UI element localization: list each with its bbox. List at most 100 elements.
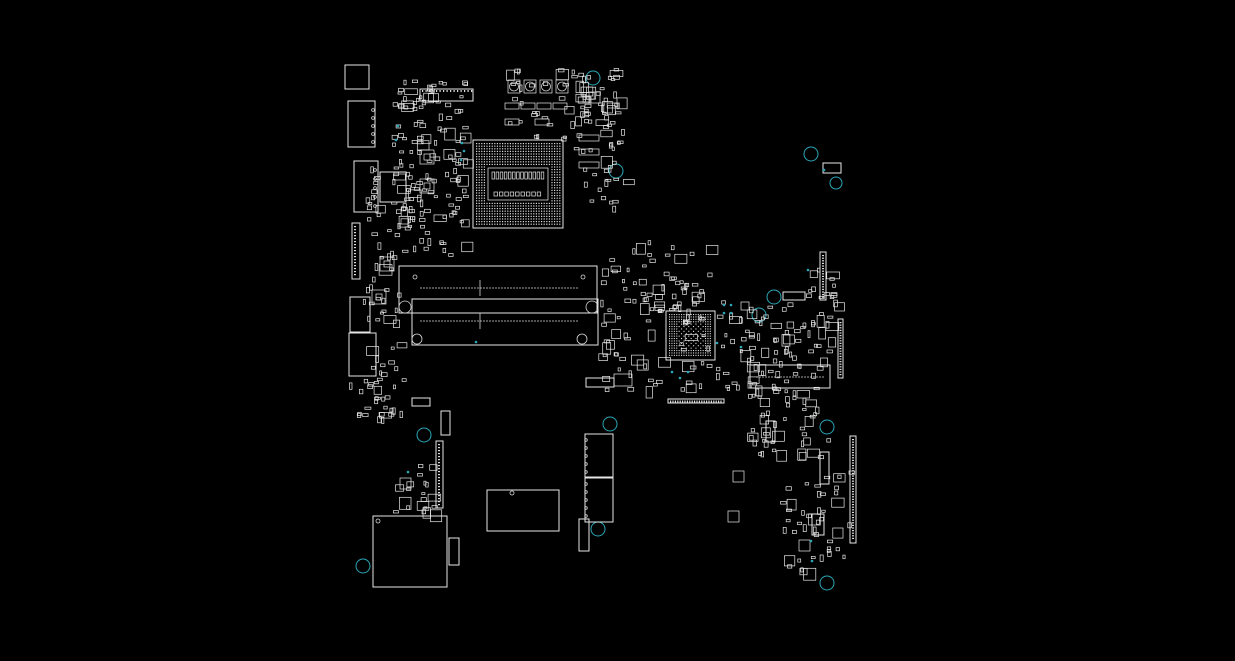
pch-chip[interactable] — [665, 310, 716, 361]
hdmi-port[interactable] — [348, 332, 377, 377]
header-connector[interactable] — [419, 88, 474, 102]
usb-port-left[interactable] — [349, 296, 371, 333]
passive-component — [622, 279, 625, 284]
passive-component — [724, 333, 728, 338]
fan-connector[interactable] — [819, 251, 827, 301]
cpu-ball — [551, 176, 553, 178]
usb-connector-upper[interactable] — [584, 433, 614, 478]
audio-jack-pin — [371, 116, 375, 120]
small-ic — [401, 100, 414, 112]
keyboard-connector[interactable] — [435, 440, 444, 509]
cpu-ball — [499, 143, 501, 145]
cpu-ball — [481, 218, 483, 220]
side-connector[interactable] — [351, 222, 361, 280]
small-connector[interactable] — [782, 291, 806, 301]
edge-connector-pin — [839, 345, 842, 347]
lan-connector[interactable] — [353, 160, 379, 213]
pch-ball — [669, 321, 671, 323]
passive-component — [392, 178, 396, 186]
passive-component — [362, 299, 366, 305]
cpu-ball — [535, 145, 537, 147]
keyboard-connector-pin — [438, 474, 440, 476]
dimm-slot-upper[interactable] — [398, 265, 598, 314]
edge-connector-pin — [852, 454, 854, 456]
passive-component — [604, 387, 610, 392]
passive-component — [519, 84, 523, 92]
cpu-socket[interactable] — [472, 139, 564, 229]
passive-component — [418, 105, 424, 109]
dimm-slot-lower[interactable] — [411, 298, 599, 346]
passive-component — [431, 505, 438, 509]
cpu-ball — [522, 210, 524, 212]
passive-component — [616, 316, 621, 320]
passive-component — [781, 307, 787, 312]
pch-ball — [673, 330, 675, 332]
small-connector[interactable] — [448, 537, 460, 566]
passive-component — [558, 96, 566, 101]
passive-component — [646, 292, 653, 297]
edge-connector-pin — [852, 472, 854, 474]
small-connector[interactable] — [411, 397, 431, 407]
edge-connector-long[interactable] — [849, 435, 857, 544]
edge-connector-pin — [839, 371, 842, 373]
edge-connector-pin — [839, 366, 842, 368]
edge-connector-pin — [852, 530, 854, 532]
mounting-hole — [829, 176, 843, 190]
test-point — [729, 311, 733, 315]
passive-component — [789, 351, 793, 358]
small-ic — [798, 539, 811, 552]
cpu-ball — [535, 223, 537, 225]
cpu-ball — [483, 208, 485, 210]
battery-connector[interactable] — [372, 515, 448, 588]
flex-connector[interactable] — [667, 398, 725, 404]
small-connector[interactable] — [819, 451, 830, 485]
power-jack[interactable] — [344, 64, 370, 90]
edge-connector[interactable] — [837, 318, 844, 379]
card-reader-connector[interactable] — [486, 489, 560, 532]
usb-connector-lower[interactable] — [584, 477, 614, 523]
pch-ball — [673, 342, 675, 344]
cpu-ball — [538, 205, 540, 207]
cpu-ball — [528, 218, 530, 220]
cpu-ball — [489, 145, 491, 147]
cpu-ball — [483, 221, 485, 223]
dimm-latch — [411, 333, 423, 345]
small-connector[interactable] — [822, 162, 842, 174]
passive-component — [811, 322, 816, 326]
pch-ball — [707, 342, 709, 344]
small-connector[interactable] — [440, 410, 451, 436]
pch-ball — [678, 330, 680, 332]
pch-ball — [690, 338, 692, 340]
cpu-ball — [538, 221, 540, 223]
cpu-ball — [556, 179, 558, 181]
cpu-ball — [486, 153, 488, 155]
small-ic — [458, 158, 469, 165]
pcie-connector[interactable] — [749, 364, 831, 389]
audio-jack[interactable] — [347, 100, 376, 148]
passive-component — [811, 286, 816, 292]
pch-ball — [671, 354, 673, 356]
passive-component — [424, 231, 431, 235]
lan-connector-pin — [373, 177, 377, 181]
passive-component — [420, 224, 425, 229]
connectors[interactable] — [344, 64, 857, 588]
pch-ball — [702, 330, 704, 332]
cpu-ball — [546, 208, 548, 210]
cpu-ball — [556, 200, 558, 202]
pch-ball — [697, 318, 699, 320]
dimm-slots[interactable] — [398, 265, 599, 346]
cpu-ball — [554, 153, 556, 155]
small-ic — [809, 270, 819, 278]
passive-component — [573, 147, 580, 151]
cpu-ball — [502, 223, 504, 225]
cpu-ball — [512, 215, 514, 217]
passive-component — [701, 334, 706, 338]
cpu-ball — [543, 163, 545, 165]
pch-ball — [693, 314, 695, 316]
cpu-ball — [504, 221, 506, 223]
cpu-ball — [541, 148, 543, 150]
fpc-connector[interactable] — [578, 518, 590, 552]
audio-jack-pin — [371, 132, 375, 136]
